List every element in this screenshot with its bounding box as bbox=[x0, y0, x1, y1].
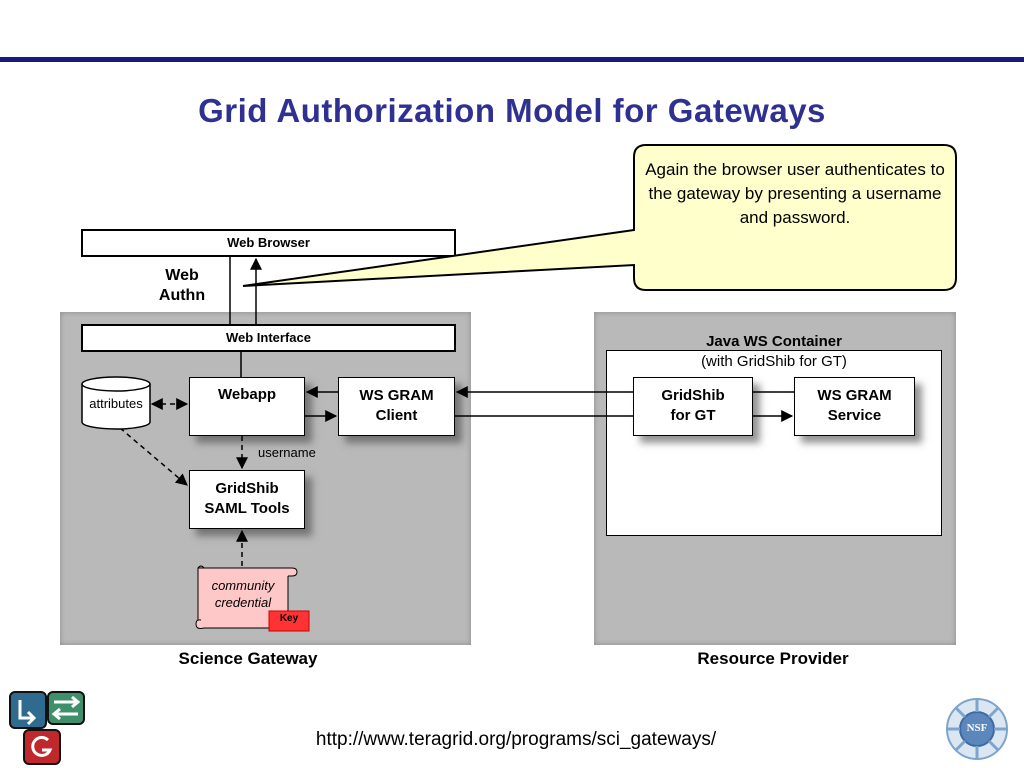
header-rule bbox=[0, 57, 1024, 62]
web-interface-box: Web Interface bbox=[81, 324, 456, 352]
credential-label: community credential bbox=[198, 577, 288, 611]
ws-gram-client-box: WS GRAM Client bbox=[338, 377, 455, 436]
page-title: Grid Authorization Model for Gateways bbox=[198, 92, 826, 129]
gridshib-saml-box: GridShib SAML Tools bbox=[189, 470, 305, 529]
key-label: Key bbox=[279, 613, 299, 624]
nsf-logo-text: NSF bbox=[966, 722, 988, 734]
science-gateway-label: Science Gateway bbox=[178, 649, 318, 668]
web-authn-line-1: Web bbox=[165, 267, 199, 284]
teragrid-logo bbox=[9, 691, 85, 765]
ws-gram-service-line-1: WS GRAM bbox=[817, 387, 892, 404]
ws-gram-service-box: WS GRAM Service bbox=[794, 377, 915, 436]
ws-gram-client-line-1: WS GRAM bbox=[359, 387, 434, 404]
gridshib-gt-line-1: GridShib bbox=[661, 387, 725, 404]
attributes-saml-arrow bbox=[119, 427, 188, 486]
web-authn-line-2: Authn bbox=[158, 287, 206, 304]
webapp-label: Webapp bbox=[217, 386, 277, 403]
username-label: username bbox=[258, 445, 316, 460]
callout-bubble bbox=[242, 144, 957, 291]
nsf-logo bbox=[946, 698, 1008, 760]
web-authn-label: Web Authn bbox=[148, 266, 216, 306]
gridshib-gt-line-2: for GT bbox=[670, 407, 716, 424]
credential-line-2: credential bbox=[214, 595, 272, 610]
footer-url[interactable]: http://www.teragrid.org/programs/sci_gat… bbox=[315, 729, 717, 750]
credential-line-1: community bbox=[211, 578, 275, 593]
gridshib-saml-line-1: GridShib bbox=[215, 480, 279, 497]
resource-provider-label: Resource Provider bbox=[697, 649, 849, 668]
callout-text: Again the browser user authenticates to … bbox=[645, 160, 945, 227]
attributes-cylinder bbox=[81, 376, 151, 430]
web-browser-box: Web Browser bbox=[81, 229, 456, 257]
attributes-label: attributes bbox=[89, 396, 143, 411]
ws-gram-service-line-2: Service bbox=[827, 407, 882, 424]
container-subtitle: (with GridShib for GT) bbox=[701, 353, 847, 370]
gridshib-gt-box: GridShib for GT bbox=[633, 377, 753, 436]
gridshib-saml-line-2: SAML Tools bbox=[204, 500, 290, 517]
ws-gram-client-line-2: Client bbox=[375, 407, 418, 424]
webapp-box: Webapp bbox=[189, 377, 305, 436]
credential-scroll bbox=[195, 565, 310, 632]
container-title: Java WS Container bbox=[706, 333, 842, 350]
